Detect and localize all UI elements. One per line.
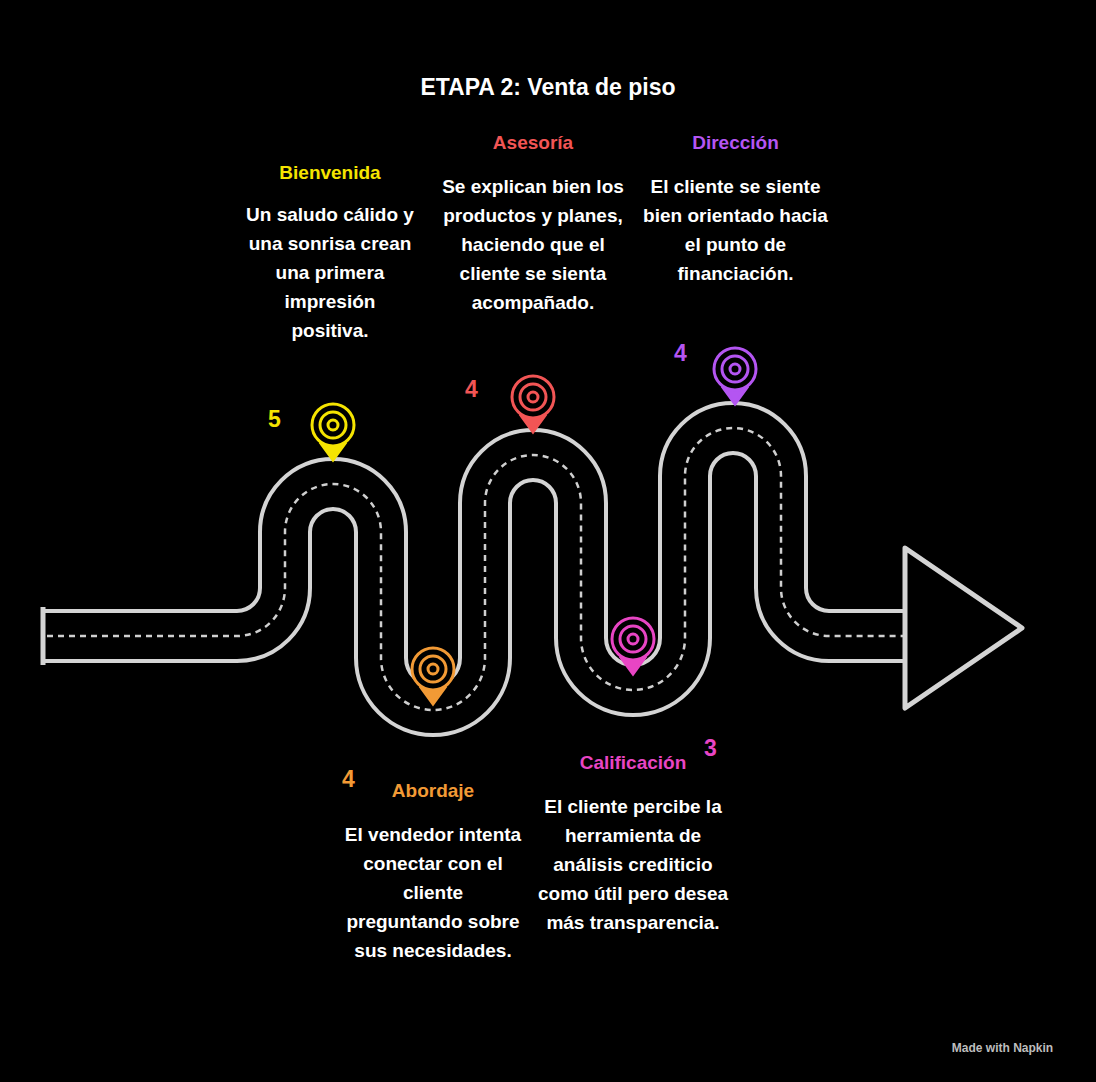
stage-heading: Asesoría (433, 130, 633, 155)
pin-yellow (312, 404, 354, 460)
stage-heading: Calificación (558, 750, 708, 775)
stage-description: El cliente se siente bien orientado haci… (643, 172, 828, 288)
pin-purple (714, 348, 756, 404)
road-dashes (47, 428, 905, 710)
score-number: 3 (704, 733, 717, 763)
pin-orange (412, 648, 454, 704)
stage-description: Un saludo cálido y una sonrisa crean una… (245, 200, 415, 345)
score-number: 5 (268, 404, 281, 434)
score-number: 4 (465, 374, 478, 404)
road-surface (45, 428, 912, 710)
watermark: Made with Napkin (930, 1040, 1075, 1056)
arrow-head (905, 548, 1022, 708)
road-edge (45, 428, 912, 710)
stage-heading: Dirección (638, 130, 833, 155)
stage-description: Se explican bien los productos y planes,… (438, 172, 628, 317)
score-number: 4 (674, 338, 687, 368)
score-number: 4 (342, 764, 355, 794)
stage-description: El cliente percibe la herramienta de aná… (533, 792, 733, 937)
stage-heading: Abordaje (368, 778, 498, 803)
title: ETAPA 2: Venta de piso (348, 72, 748, 102)
road-start (41, 607, 46, 665)
pin-pink (612, 618, 654, 674)
stage-description: El vendedor intenta conectar con el clie… (343, 820, 523, 965)
stage-heading: Bienvenida (240, 160, 420, 185)
pin-red (512, 376, 554, 432)
pins (312, 348, 756, 704)
